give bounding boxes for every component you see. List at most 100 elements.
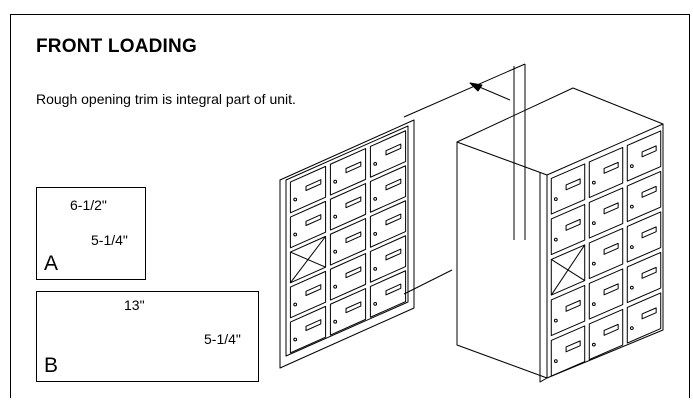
name-slot bbox=[641, 307, 657, 320]
mailbox-door bbox=[369, 165, 407, 213]
mailbox-door bbox=[626, 211, 662, 263]
name-slot bbox=[305, 319, 322, 331]
name-slot bbox=[565, 178, 581, 191]
name-slot bbox=[603, 161, 619, 174]
name-slot bbox=[641, 226, 657, 239]
name-slot bbox=[385, 283, 402, 296]
name-slot bbox=[305, 284, 322, 296]
name-slot bbox=[641, 266, 657, 279]
lock-icon bbox=[629, 285, 634, 290]
lock-icon bbox=[591, 261, 596, 266]
name-slot bbox=[385, 143, 402, 156]
mailbox-door bbox=[329, 148, 367, 196]
name-slot bbox=[565, 218, 581, 231]
lock-icon bbox=[333, 284, 338, 289]
mailbox-door bbox=[588, 146, 624, 199]
lock-icon bbox=[629, 204, 634, 209]
mailbox-cabinet bbox=[456, 87, 664, 383]
name-slot bbox=[345, 266, 362, 279]
mailbox-door bbox=[626, 292, 662, 344]
name-slot bbox=[345, 231, 362, 244]
mailbox-door bbox=[626, 170, 662, 223]
lock-icon bbox=[629, 245, 634, 250]
mailbox-door bbox=[329, 183, 367, 231]
master-door-diagonal bbox=[550, 244, 586, 296]
lock-icon bbox=[333, 179, 338, 184]
name-slot bbox=[603, 323, 619, 336]
lock-icon bbox=[629, 326, 634, 331]
compartment-b-letter: B bbox=[44, 354, 59, 377]
compartment-a-width: 6-1/2" bbox=[70, 197, 107, 213]
installation-note: Rough opening trim is integral part of u… bbox=[36, 91, 296, 107]
lock-icon bbox=[373, 231, 378, 236]
lock-icon bbox=[553, 237, 558, 242]
name-slot bbox=[565, 299, 581, 312]
name-slot bbox=[641, 185, 657, 198]
lock-icon bbox=[293, 302, 298, 307]
mailbox-door bbox=[329, 218, 367, 266]
mailbox-door bbox=[550, 163, 586, 215]
lock-icon bbox=[293, 197, 298, 202]
mailbox-door bbox=[550, 325, 586, 377]
compartment-a-letter: A bbox=[44, 252, 59, 275]
mailbox-door bbox=[329, 288, 367, 336]
mailbox-door bbox=[289, 165, 327, 214]
mailbox-door bbox=[626, 251, 662, 304]
mailbox-door bbox=[550, 203, 586, 256]
lock-icon bbox=[293, 232, 298, 237]
lock-icon bbox=[591, 221, 596, 226]
mailbox-door bbox=[329, 253, 367, 301]
trim-panel bbox=[279, 119, 415, 369]
name-slot bbox=[305, 214, 322, 226]
compartment-a-box: 6-1/2" 5-1/4" A bbox=[36, 187, 146, 280]
mailbox-door bbox=[588, 308, 624, 361]
lock-icon bbox=[553, 197, 558, 202]
name-slot bbox=[385, 248, 402, 261]
mailbox-door bbox=[626, 130, 662, 182]
compartment-b-height: 5-1/4" bbox=[204, 331, 241, 347]
name-slot bbox=[385, 213, 402, 226]
lock-icon bbox=[629, 164, 634, 169]
lock-icon bbox=[553, 318, 558, 323]
lock-icon bbox=[373, 266, 378, 271]
compartment-b-width: 13" bbox=[124, 297, 145, 313]
name-slot bbox=[565, 340, 581, 353]
mailbox-door bbox=[289, 305, 327, 354]
mailbox-door bbox=[588, 227, 624, 280]
lock-icon bbox=[293, 337, 298, 342]
lock-icon bbox=[373, 161, 378, 166]
insertion-arrow-icon bbox=[469, 82, 511, 101]
name-slot bbox=[603, 283, 619, 296]
name-slot bbox=[345, 196, 362, 209]
drawing-frame bbox=[10, 14, 690, 398]
mailbox-door bbox=[289, 270, 327, 319]
mailbox-door bbox=[289, 200, 327, 249]
lock-icon bbox=[333, 214, 338, 219]
name-slot bbox=[305, 179, 322, 191]
name-slot bbox=[345, 301, 362, 314]
master-door-diagonal bbox=[290, 236, 326, 284]
lock-icon bbox=[333, 249, 338, 254]
mailbox-door bbox=[369, 235, 407, 283]
mailbox-door bbox=[588, 187, 624, 239]
lock-icon bbox=[591, 302, 596, 307]
mailbox-door bbox=[369, 200, 407, 248]
lock-icon bbox=[333, 319, 338, 324]
name-slot bbox=[603, 202, 619, 215]
name-slot bbox=[345, 161, 362, 174]
mailbox-door bbox=[369, 130, 407, 178]
rough-opening-outline bbox=[403, 63, 526, 295]
lock-icon bbox=[373, 301, 378, 306]
compartment-a-height: 5-1/4" bbox=[91, 232, 128, 248]
mailbox-door bbox=[550, 284, 586, 337]
compartment-b-box: 13" 5-1/4" B bbox=[36, 291, 259, 382]
page-title: FRONT LOADING bbox=[36, 36, 197, 57]
name-slot bbox=[385, 178, 402, 191]
name-slot bbox=[641, 145, 657, 158]
lock-icon bbox=[591, 342, 596, 347]
mailbox-door bbox=[369, 270, 407, 318]
name-slot bbox=[603, 242, 619, 255]
lock-icon bbox=[373, 196, 378, 201]
mailbox-door bbox=[588, 268, 624, 320]
